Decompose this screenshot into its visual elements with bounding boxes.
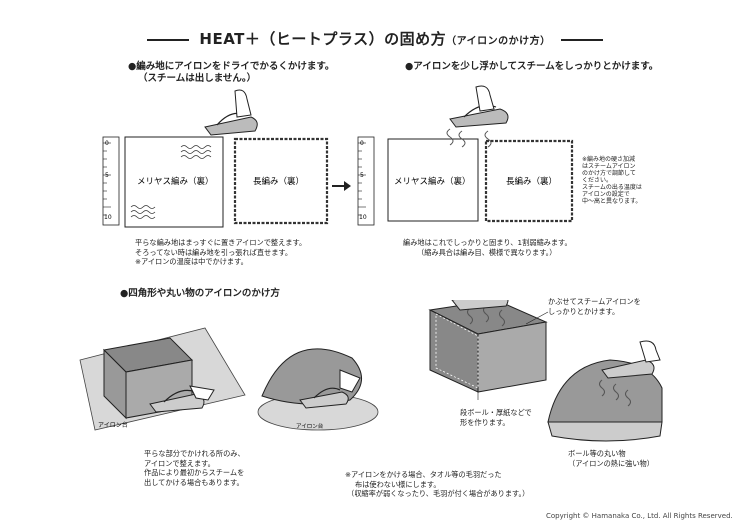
page-title: HEAT＋（ヒートプラス）の固め方（アイロンのかけ方） <box>0 28 750 49</box>
board-label: アイロン台 <box>98 421 128 429</box>
step2-note: 編み地はこれでしっかりと固まり、1割弱縮みます。 （縮み具合は編み目、模様で異な… <box>403 238 572 257</box>
swatch-right-label: 長編み（裏） <box>506 176 557 187</box>
box-form-label: 段ボール・厚紙などで 形を作ります。 <box>460 408 532 427</box>
ruler-label-0: 0 <box>360 140 364 147</box>
step3-flat-note: 平らな部分でかけれる所のみ、 アイロンで整えます。 作品により最初からスチームを… <box>144 449 245 487</box>
towel-note: ※アイロンをかける場合、タオル等の毛羽だった 布は使わない様にします。 （収縮率… <box>345 470 530 498</box>
ruler-label-0: 0 <box>105 140 109 147</box>
step2-heading: ●アイロンを少し浮かしてスチームをしっかりとかけます。 <box>405 61 659 72</box>
iron-icon <box>149 385 215 413</box>
ruler-label-5: 5 <box>105 172 109 179</box>
title-rule-right <box>560 38 603 41</box>
iron-icon <box>449 85 509 128</box>
ruler-label-10: 10 <box>359 214 367 221</box>
box-form <box>428 300 548 393</box>
callout-line <box>525 311 549 325</box>
swatch-left-label: メリヤス編み（裏） <box>394 176 471 187</box>
box-callout: かぶせてスチームアイロンを しっかりとかけます。 <box>548 297 641 316</box>
step1-note: 平らな編み地はまっすぐに置きアイロンで整えます。 そろってない時は編み地を引っ張… <box>135 238 307 266</box>
steam-icon <box>446 128 492 148</box>
iron-icon <box>299 369 361 409</box>
swatch-double-crochet <box>484 139 574 223</box>
step3-illustration: アイロン台 アイロン台 <box>79 300 663 442</box>
step1-heading: ●編み地にアイロンをドライでかるくかけます。 （スチームは出しません。） <box>128 61 335 84</box>
title-rule-left <box>147 38 190 41</box>
swatch-right-label: 長編み（裏） <box>253 176 304 187</box>
title-main: HEAT＋（ヒートプラス）の固め方 <box>199 30 447 48</box>
arrow-right-icon <box>332 181 351 191</box>
ruler-label-10: 10 <box>104 214 112 221</box>
knitted-dome <box>257 348 379 431</box>
copyright: Copyright © Hamanaka Co., Ltd. All Right… <box>546 512 733 520</box>
title-sub: （アイロンのかけ方） <box>446 36 551 47</box>
iron-icon <box>451 300 509 311</box>
steam-icon <box>598 379 632 407</box>
swatch-double-crochet <box>233 137 329 225</box>
ruler-label-5: 5 <box>360 172 364 179</box>
ruler: 0 5 10 <box>102 136 120 226</box>
step2-illustration: 0 5 10 メリヤス編み（裏） 長編み（裏） <box>357 85 574 226</box>
swatch-stockinette <box>387 138 479 222</box>
step2-side-note: ※編み地の硬さ加減 はスチームアイロン のかけ方で調節して ください。 スチーム… <box>582 156 642 205</box>
bowl-label: ボール等の丸い物 （アイロンの熱に強い物） <box>568 449 654 468</box>
board-label-2: アイロン台 <box>296 422 324 430</box>
step3-heading: ●四角形や丸い物のアイロンのかけ方 <box>120 288 280 299</box>
ruler: 0 5 10 <box>357 136 375 226</box>
swatch-stockinette <box>124 136 224 228</box>
iron-icon <box>204 89 258 136</box>
step1-illustration: 0 5 10 メリヤス編み（裏） 長編み（裏） <box>102 89 329 228</box>
stitch-pattern-icon <box>130 145 212 219</box>
swatch-left-label: メリヤス編み（裏） <box>137 176 214 187</box>
iron-icon <box>601 340 661 379</box>
